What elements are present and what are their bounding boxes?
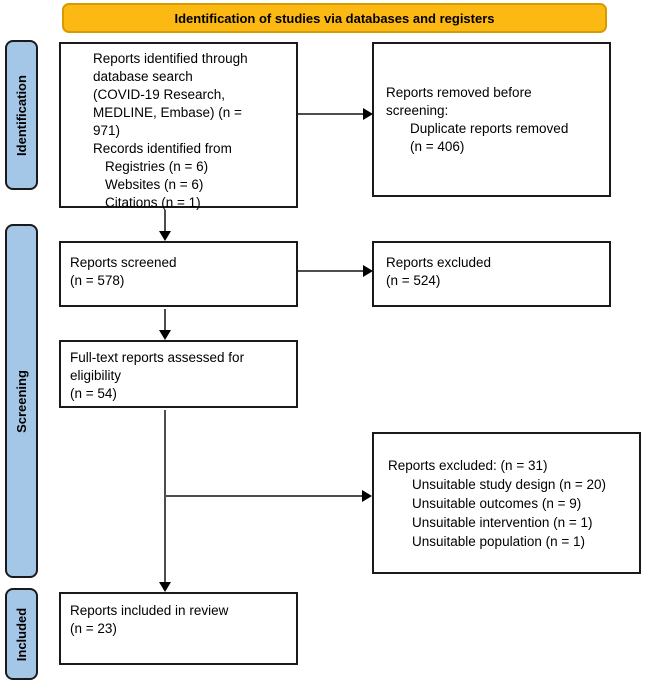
text-line: (n = 54) [70,386,117,401]
text-line: screening: [386,102,449,118]
box-reports-screened: Reports screened (n = 578) [59,241,298,307]
text-line: Reports excluded [386,255,492,270]
arrow-line-screened-to-excluded [298,270,364,272]
header-banner: Identification of studies via databases … [62,3,607,33]
text-line: MEDLINE, Embase) (n = [93,105,242,120]
text-line: Reports excluded: (n = 31) [388,457,548,473]
stage-label-text: Screening [14,369,30,433]
text-line: Unsuitable study design (n = 20) [412,476,606,492]
arrow-line-screened-to-fulltext [164,309,166,332]
text-line: Unsuitable population (n = 1) [412,533,585,549]
text-line: Reports removed before [386,84,532,100]
arrow-line-fulltext-to-excluded [165,495,363,497]
arrow-head-icon [159,231,171,241]
box-reports-removed-before-screening: Reports removed before screening: Duplicat… [372,42,611,197]
box-fulltext-assessed: Full-text reports assessed for eligibilit… [59,340,298,408]
text-line: Unsuitable outcomes (n = 9) [412,495,582,511]
text-line: (n = 23) [70,621,117,636]
text-line: (n = 406) [410,138,465,154]
stage-label-text: Identification [14,74,30,156]
box-reports-identified: Reports identified through database searc… [59,42,298,210]
text-line: Records identified from [93,141,232,156]
box-reports-excluded-screening: Reports excluded (n = 524) [372,241,611,307]
arrow-line-identified-to-removed [298,113,364,115]
box-reports-included: Reports included in review (n = 23) [59,592,298,665]
arrow-head-icon [363,108,373,120]
text-line: (COVID-19 Research, [93,87,226,102]
text-line: Unsuitable intervention (n = 1) [412,514,593,530]
text-line: (n = 578) [70,273,125,288]
text-line: Reports identified through [93,51,248,66]
text-line: Duplicate reports removed [410,120,569,136]
text-line: Citations (n = 1) [105,195,201,210]
arrow-head-icon [159,582,171,592]
arrow-line-identified-to-screened [164,210,166,233]
header-title: Identification of studies via databases … [174,10,495,26]
text-line: database search [93,69,193,84]
text-line: Full-text reports assessed for [70,350,245,365]
arrow-head-icon [363,265,373,277]
text-line: 971) [93,123,121,138]
stage-label-identification: Identification [5,40,38,190]
text-line: eligibility [70,368,122,383]
text-line: Registries (n = 6) [105,159,209,174]
box-reports-excluded-fulltext: Reports excluded: (n = 31) Unsuitable stu… [372,432,641,574]
text-line: Reports included in review [70,603,229,618]
text-line: Reports screened [70,255,177,270]
stage-label-text: Included [14,607,30,661]
text-line: Websites (n = 6) [105,177,204,192]
arrow-head-icon [159,330,171,340]
arrow-head-icon [362,490,372,502]
stage-label-included: Included [5,588,38,680]
stage-label-screening: Screening [5,224,38,578]
text-line: (n = 524) [386,273,441,288]
